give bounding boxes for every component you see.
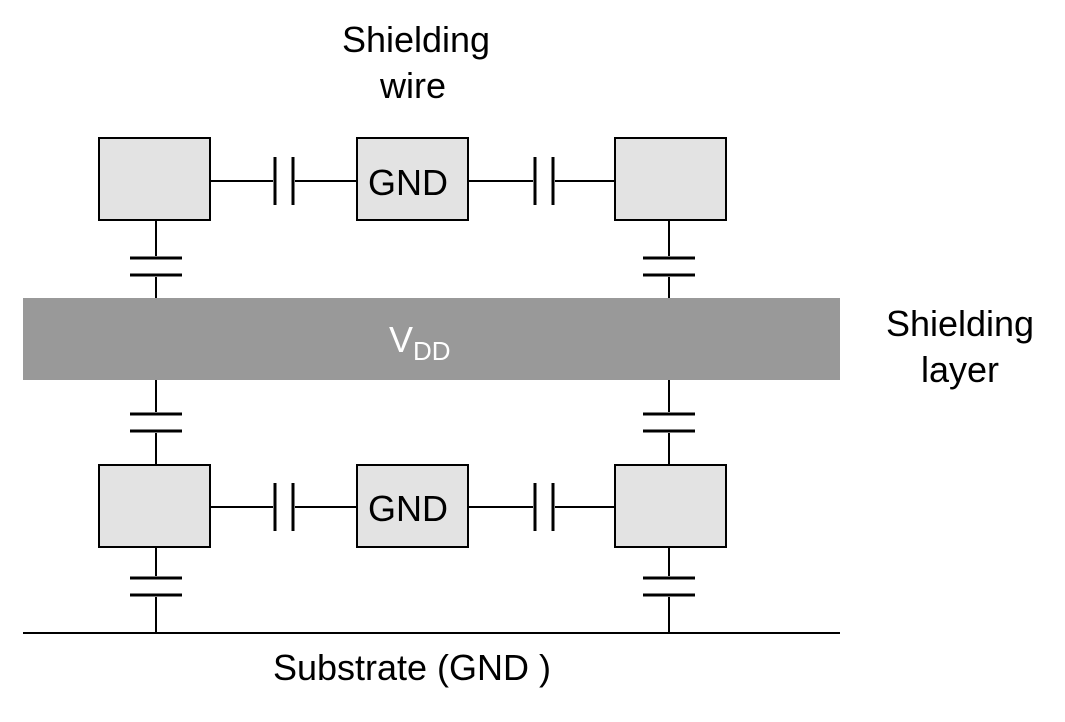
top-gnd-wire [356,137,469,221]
top-right-capacitor [533,157,555,205]
bottom-left-upper-capacitor [130,380,182,465]
shielding-wire-title-line2: wire [379,65,446,106]
bottom-left-wire [98,464,211,548]
bottom-right-wire [614,464,727,548]
bottom-left-capacitor [273,483,295,531]
top-left-wire [98,137,211,221]
top-left-vertical-capacitor [130,220,182,298]
vdd-subscript: DD [413,336,451,366]
bottom-row: GND [98,380,727,633]
bottom-right-upper-capacitor [643,380,695,465]
top-left-capacitor [273,157,295,205]
bottom-gnd-label: GND [368,488,448,529]
top-right-vertical-capacitor [643,220,695,298]
vdd-label: V [389,319,413,360]
top-row: GND [98,137,727,298]
substrate-label: Substrate (GND ) [273,647,551,688]
shielding-layer-label-line2: layer [921,349,999,390]
top-right-wire [614,137,727,221]
svg-text:VDD: VDD [389,319,451,366]
vdd-shielding-layer [23,298,840,380]
top-gnd-label: GND [368,162,448,203]
shielding-layer-label-line1: Shielding [886,303,1034,344]
bottom-right-substrate-capacitor [643,547,695,633]
shielding-wire-title-line1: Shielding [342,19,490,60]
bottom-right-capacitor [533,483,555,531]
bottom-left-substrate-capacitor [130,547,182,633]
